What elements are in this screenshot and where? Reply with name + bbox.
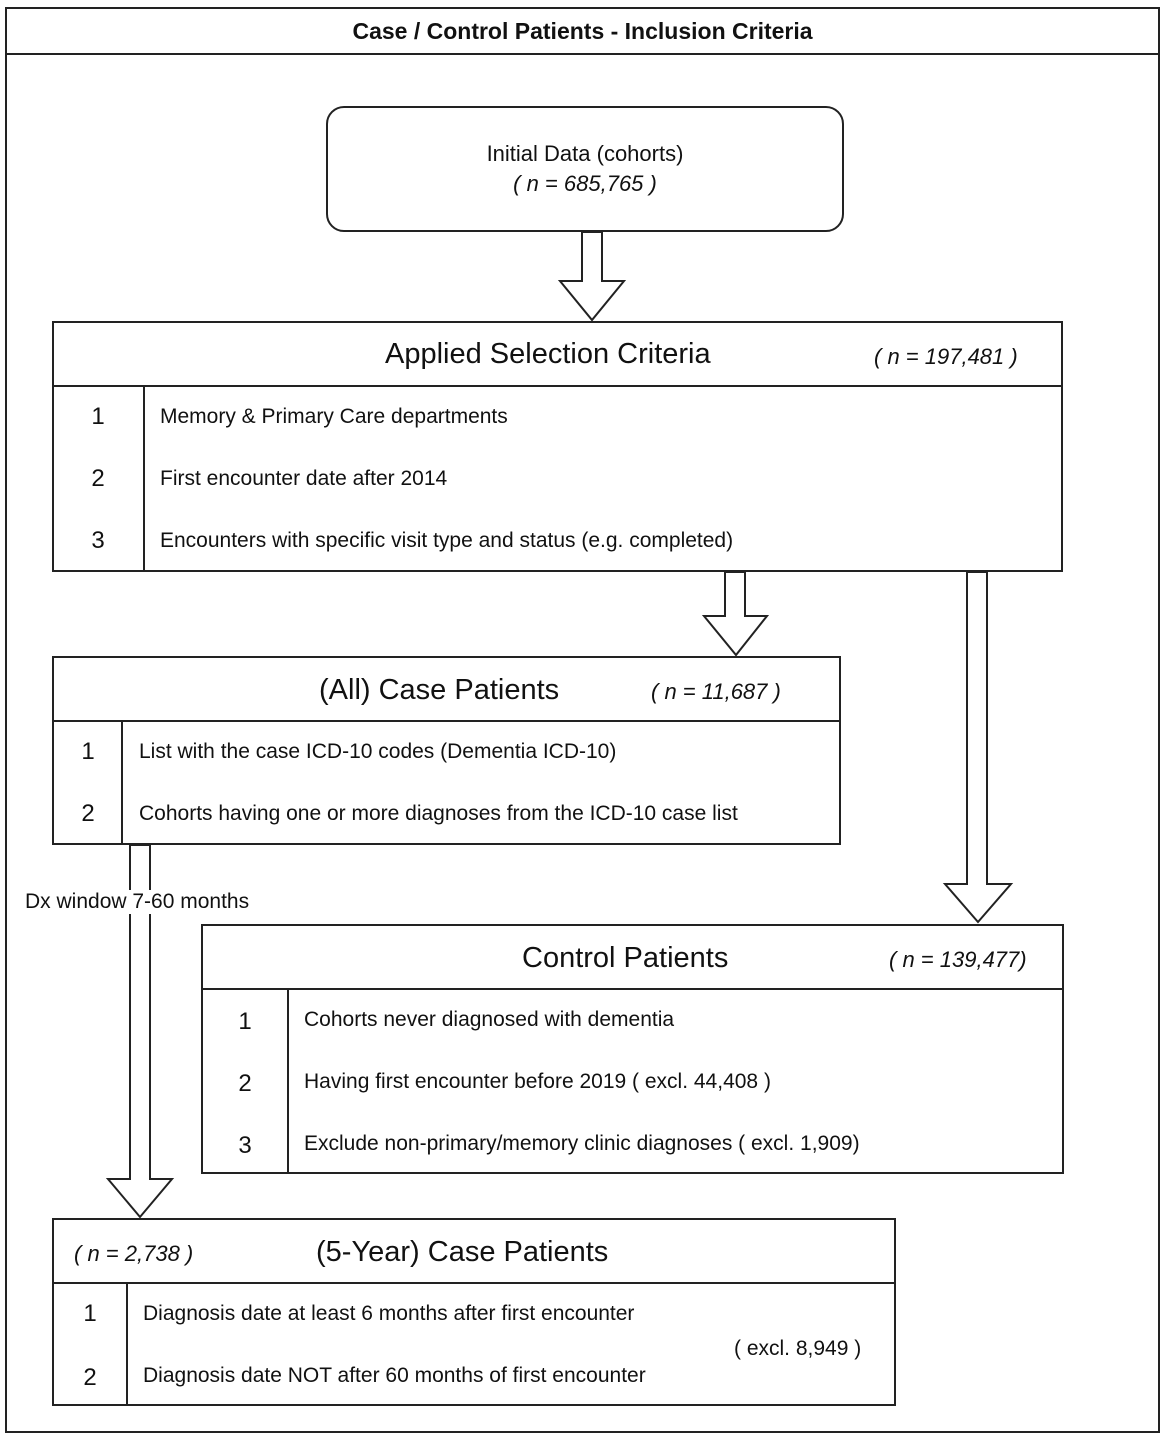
arrow-initial-to-selection (557, 231, 627, 322)
control-row-1-text: Cohorts never diagnosed with dementia (304, 1008, 675, 1031)
control-row-3-num: 3 (238, 1132, 252, 1159)
diagram-frame: Case / Control Patients - Inclusion Crit… (5, 7, 1160, 1433)
five-year-case-patients-box: ( n = 2,738 ) (5-Year) Case Patients 1 D… (52, 1218, 896, 1406)
selection-criteria-box: Applied Selection Criteria ( n = 197,481… (52, 321, 1063, 572)
control-row-2-num: 2 (238, 1070, 252, 1097)
five-year-row-2-num: 2 (83, 1364, 97, 1391)
selection-row-2-num: 2 (91, 465, 105, 492)
control-row-3-text: Exclude non-primary/memory clinic diagno… (304, 1132, 860, 1155)
all-case-patients-box: (All) Case Patients ( n = 11,687 ) 1 Lis… (52, 656, 841, 845)
arrow-selection-to-control (942, 571, 1014, 924)
five-year-title: (5-Year) Case Patients (316, 1236, 609, 1268)
control-title: Control Patients (522, 942, 729, 974)
selection-row-1-text: Memory & Primary Care departments (160, 405, 508, 428)
selection-row-1-num: 1 (91, 403, 105, 430)
selection-row-3-num: 3 (91, 527, 105, 554)
diagram-title: Case / Control Patients - Inclusion Crit… (7, 9, 1158, 55)
all-case-number-column (54, 720, 123, 843)
dx-window-label: Dx window 7-60 months (23, 890, 252, 914)
arrow-selection-to-allcase (701, 571, 770, 657)
selection-title: Applied Selection Criteria (385, 338, 711, 370)
five-year-row-1-text: Diagnosis date at least 6 months after f… (143, 1302, 635, 1325)
control-number-column (203, 988, 289, 1172)
five-year-number-column (54, 1282, 128, 1404)
initial-data-label: Initial Data (cohorts) (486, 141, 684, 166)
initial-data-count: ( n = 685,765 ) (513, 171, 657, 196)
all-case-header: (All) Case Patients ( n = 11,687 ) (54, 658, 839, 722)
control-patients-box: Control Patients ( n = 139,477) 1 Cohort… (201, 924, 1064, 1174)
selection-row-2-text: First encounter date after 2014 (160, 467, 448, 490)
five-year-exclusion-count: ( excl. 8,949 ) (734, 1337, 862, 1360)
all-case-row-1-num: 1 (81, 738, 95, 765)
five-year-count: ( n = 2,738 ) (74, 1241, 194, 1266)
five-year-header: ( n = 2,738 ) (5-Year) Case Patients (54, 1220, 894, 1284)
all-case-row-2-text: Cohorts having one or more diagnoses fro… (139, 802, 738, 825)
selection-header: Applied Selection Criteria ( n = 197,481… (54, 323, 1061, 387)
selection-count: ( n = 197,481 ) (874, 344, 1018, 369)
control-row-2-text: Having first encounter before 2019 ( exc… (304, 1070, 771, 1093)
all-case-row-1-text: List with the case ICD-10 codes (Dementi… (139, 740, 617, 763)
control-header: Control Patients ( n = 139,477) (203, 926, 1062, 990)
selection-number-column (54, 385, 145, 570)
all-case-title: (All) Case Patients (319, 674, 560, 706)
five-year-row-2-text: Diagnosis date NOT after 60 months of fi… (143, 1364, 646, 1387)
all-case-row-2-num: 2 (81, 800, 95, 827)
selection-row-3-text: Encounters with specific visit type and … (160, 529, 734, 552)
five-year-row-1-num: 1 (83, 1300, 97, 1327)
control-count: ( n = 139,477) (889, 947, 1027, 972)
all-case-count: ( n = 11,687 ) (651, 679, 781, 704)
initial-data-box: Initial Data (cohorts) ( n = 685,765 ) (326, 106, 844, 232)
control-row-1-num: 1 (238, 1008, 252, 1035)
